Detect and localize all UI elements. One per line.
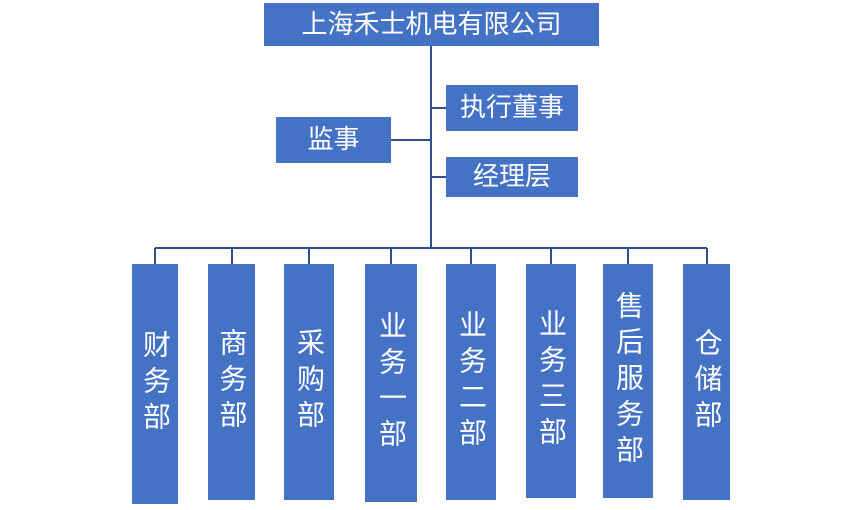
department-business-3-label: 业务三部 bbox=[535, 309, 568, 453]
department-after-sales: 售后服务部 bbox=[603, 264, 653, 498]
department-commerce-label: 商务部 bbox=[215, 328, 249, 436]
department-finance-label: 财务部 bbox=[139, 330, 172, 438]
executive-director-label: 执行董事 bbox=[459, 93, 564, 123]
department-finance: 财务部 bbox=[132, 264, 178, 504]
department-business-2-label: 业务二部 bbox=[455, 310, 488, 454]
department-after-sales-label: 售后服务部 bbox=[612, 291, 645, 471]
department-purchase: 采购部 bbox=[284, 264, 334, 500]
management-node: 经理层 bbox=[446, 157, 578, 197]
management-label: 经理层 bbox=[472, 162, 551, 192]
company-label: 上海禾士机电有限公司 bbox=[301, 9, 562, 40]
department-business-3: 业务三部 bbox=[526, 264, 576, 498]
department-commerce: 商务部 bbox=[208, 264, 255, 500]
department-business-1: 业务一部 bbox=[365, 264, 417, 502]
supervisor-node: 监事 bbox=[276, 117, 391, 163]
company-node: 上海禾士机电有限公司 bbox=[264, 3, 599, 46]
department-business-2: 业务二部 bbox=[446, 264, 496, 500]
executive-director-node: 执行董事 bbox=[446, 85, 578, 131]
department-purchase-label: 采购部 bbox=[293, 328, 326, 436]
department-business-1-label: 业务一部 bbox=[375, 311, 408, 455]
department-warehouse-label: 仓储部 bbox=[690, 328, 724, 436]
supervisor-label: 监事 bbox=[307, 125, 360, 155]
department-warehouse: 仓储部 bbox=[683, 264, 730, 500]
